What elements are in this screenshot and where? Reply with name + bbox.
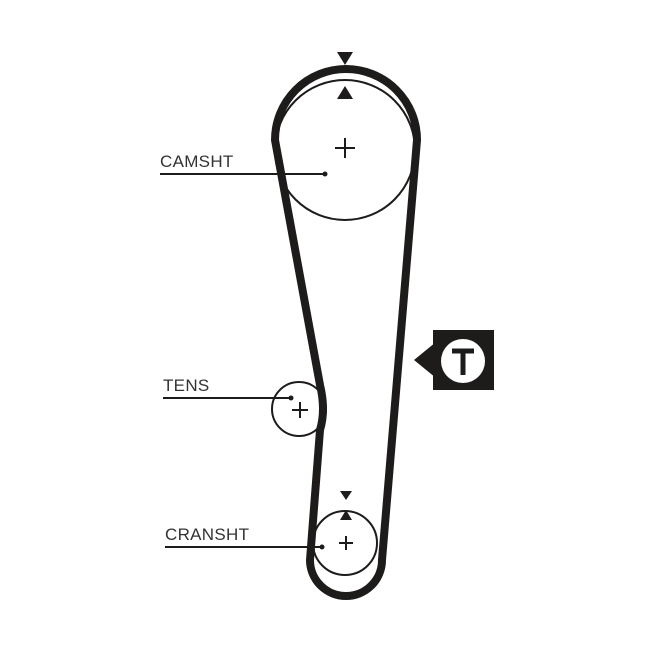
crankshaft-leader-line bbox=[165, 544, 325, 550]
tensioner-leader-line bbox=[163, 395, 294, 401]
crankshaft-label: CRANSHT bbox=[165, 525, 250, 544]
camshaft-center-cross-icon bbox=[335, 138, 355, 158]
camshaft-label: CAMSHT bbox=[160, 152, 234, 171]
tensioner-center-cross-icon bbox=[292, 402, 308, 418]
tensioner-label: TENS bbox=[163, 376, 210, 395]
crankshaft-timing-mark-up-icon bbox=[340, 510, 352, 520]
camshaft-leader-line bbox=[160, 171, 328, 177]
timing-belt bbox=[271, 65, 421, 600]
camshaft-timing-mark-up-icon bbox=[337, 86, 353, 99]
tension-side-badge-icon bbox=[414, 330, 494, 390]
crankshaft-center-cross-icon bbox=[339, 536, 353, 550]
crankshaft-timing-mark-down-icon bbox=[340, 491, 352, 500]
camshaft-timing-mark-down-icon bbox=[337, 52, 353, 65]
